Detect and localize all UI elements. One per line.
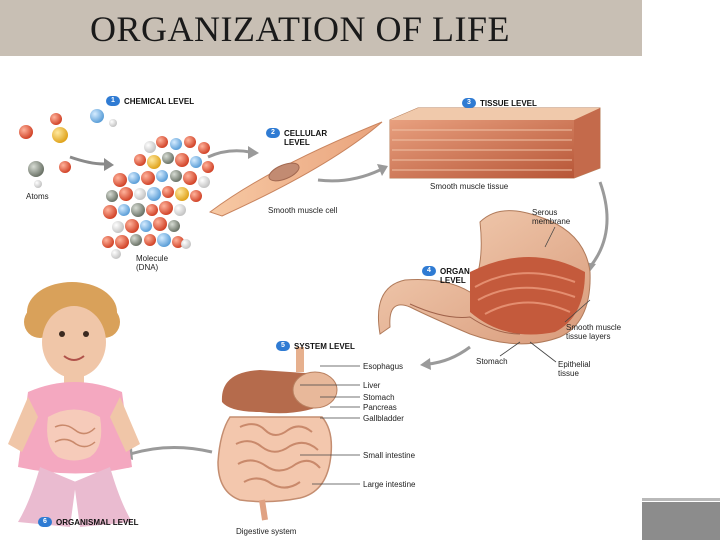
organismal-level-label: ORGANISMAL LEVEL [56, 518, 139, 527]
esophagus-label: Esophagus [363, 362, 404, 371]
large-intestine-label: Large intestine [363, 480, 416, 489]
arrow-system-to-organism [129, 446, 213, 456]
smooth-muscle-layers-label-line2: tissue layers [566, 332, 611, 341]
smooth-muscle-cell-illustration [208, 121, 383, 217]
system-level-label: SYSTEM LEVEL [294, 342, 355, 351]
diagram-illustration [8, 107, 609, 527]
stomach-organ-illustration [377, 210, 591, 345]
molecule-label-line2: (DNA) [136, 263, 159, 272]
dna-molecule-illustration [102, 136, 214, 259]
child-illustration [8, 282, 140, 527]
tissue-level-label: TISSUE LEVEL [480, 99, 537, 108]
serous-membrane-label-line2: membrane [532, 217, 571, 226]
smooth-muscle-tissue-illustration [389, 107, 601, 179]
epithelial-tissue-label-line2: tissue [558, 369, 579, 378]
digestive-system-illustration [217, 347, 338, 521]
chemical-level-label: CHEMICAL LEVEL [124, 97, 195, 106]
level-badge-1: 1 [106, 96, 120, 106]
cellular-level-label-line2: LEVEL [284, 138, 310, 147]
smooth-muscle-cell-label: Smooth muscle cell [268, 206, 338, 215]
organ-level-label-line2: LEVEL [440, 276, 466, 285]
arrow-molecule-to-cell [207, 149, 251, 159]
gallbladder-label: Gallbladder [363, 414, 404, 423]
digestive-system-label: Digestive system [236, 527, 297, 536]
leader-lines [300, 226, 591, 485]
title-bar: ORGANIZATION OF LIFE [0, 0, 642, 56]
corner-accent-line [642, 498, 720, 501]
level-badge-4: 4 [422, 266, 436, 276]
atoms-label: Atoms [26, 192, 49, 201]
corner-accent-bar [642, 502, 720, 540]
level-badge-2: 2 [266, 128, 280, 138]
arrow-tissue-to-organ [588, 181, 609, 268]
epithelial-tissue-label-line1: Epithelial [558, 360, 591, 369]
smooth-muscle-layers-label-line1: Smooth muscle [566, 323, 622, 332]
level-badge-3: 3 [462, 98, 476, 108]
atoms-illustration [19, 109, 117, 188]
arrow-organ-to-system [427, 345, 471, 366]
slide-title: ORGANIZATION OF LIFE [90, 9, 510, 49]
smooth-muscle-tissue-label: Smooth muscle tissue [430, 182, 509, 191]
stomach-label: Stomach [476, 357, 508, 366]
right-margin [642, 0, 720, 540]
molecule-label-line1: Molecule [136, 254, 169, 263]
levels-diagram: 1 CHEMICAL LEVEL 2 CELLULAR LEVEL 3 TISS… [0, 72, 642, 540]
small-intestine-label: Small intestine [363, 451, 416, 460]
pancreas-label: Pancreas [363, 403, 397, 412]
serous-membrane-label-line1: Serous [532, 208, 558, 217]
arrow-atoms-to-molecule [69, 155, 105, 166]
arrow-cell-to-tissue [317, 168, 381, 183]
system-stomach-label: Stomach [363, 393, 395, 402]
organ-level-label-line1: ORGAN [440, 267, 470, 276]
liver-label: Liver [363, 381, 381, 390]
cellular-level-label-line1: CELLULAR [284, 129, 328, 138]
level-badge-6: 6 [38, 517, 52, 527]
level-badge-5: 5 [276, 341, 290, 351]
